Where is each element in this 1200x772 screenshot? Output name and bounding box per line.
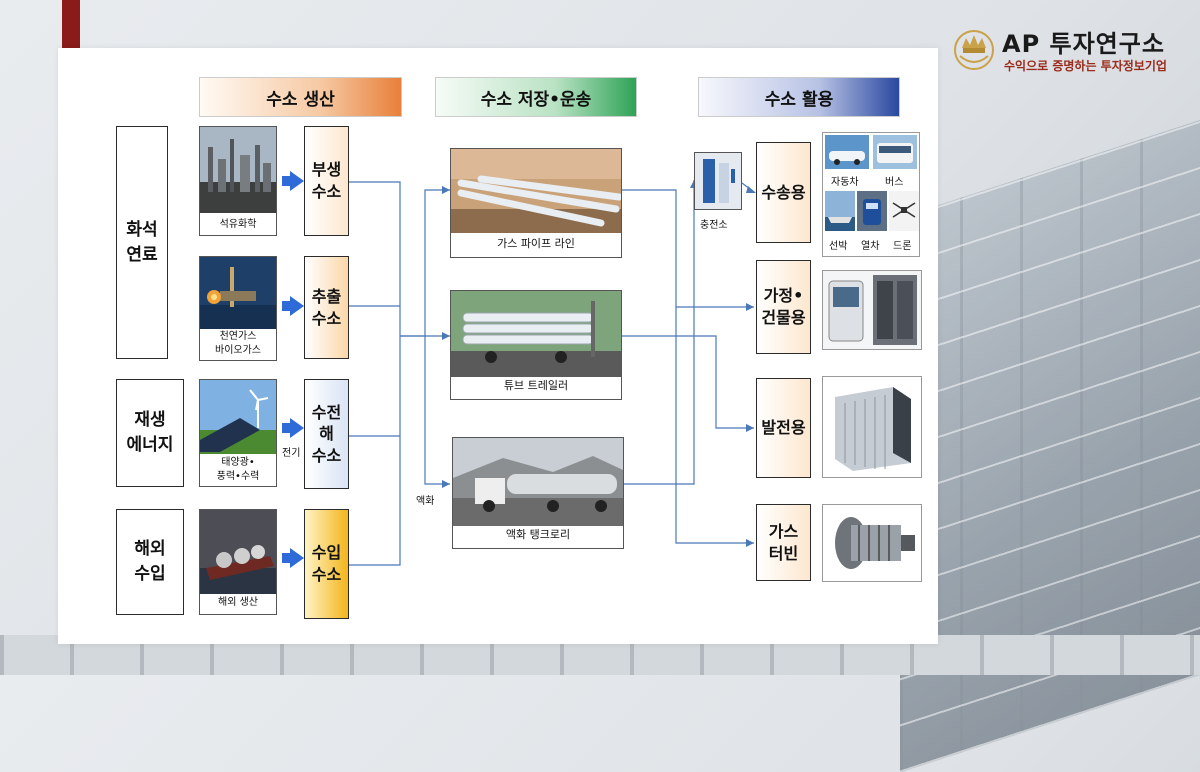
liquid-tanker-card: 액화 탱크로리 (452, 437, 624, 549)
charging-station-image (695, 153, 741, 209)
use-home-box: 가정• 건물용 (756, 260, 811, 354)
brand-logo: AP 투자연구소 수익으로 증명하는 투자정보기업 (952, 24, 1192, 80)
category-overseas-label: 해외 수입 (134, 539, 166, 584)
arrow-right-icon (290, 296, 304, 316)
drone-image (889, 191, 919, 231)
ship-image (825, 191, 855, 231)
arrow-stem-3 (282, 423, 291, 433)
header-usage: 수소 활용 (698, 77, 900, 117)
car-image (825, 135, 869, 169)
pipeline-image (451, 149, 621, 233)
gas-turbine-image (823, 505, 921, 581)
source-natgas-card: 천연가스 바이오가스 (199, 256, 277, 361)
power-generator-image (823, 377, 921, 477)
source-petrochem-card: 석유화학 (199, 126, 277, 236)
header-storage: 수소 저장•운송 (435, 77, 637, 117)
byproduct-hydrogen-label: 부생 수소 (311, 160, 342, 201)
tube-trailer-label: 튜브 트레일러 (503, 379, 569, 393)
use-power-box: 발전용 (756, 378, 811, 478)
vehicle-bus-label: 버스 (885, 177, 904, 188)
extracted-hydrogen-box: 추출 수소 (304, 256, 349, 359)
arrow-stem-1 (282, 176, 291, 186)
brand-subtitle: 수익으로 증명하는 투자정보기업 (1004, 59, 1167, 73)
liquid-tanker-label: 액화 탱크로리 (505, 528, 571, 542)
source-renewable-label: 태양광• 풍력•수력 (216, 457, 260, 482)
header-production: 수소 생산 (199, 77, 402, 117)
tanker-truck-image (453, 438, 623, 526)
crown-laurel-icon (954, 30, 994, 70)
category-overseas: 해외 수입 (116, 509, 184, 615)
tube-trailer-image (451, 291, 621, 377)
tube-trailer-card: 튜브 트레일러 (450, 290, 622, 400)
arrow-right-icon (290, 548, 304, 568)
solar-wind-image (200, 380, 276, 454)
offshore-rig-image (200, 257, 276, 329)
use-turbine-box: 가스 터빈 (756, 504, 811, 581)
imported-hydrogen-box: 수입 수소 (304, 509, 349, 619)
byproduct-hydrogen-box: 부생 수소 (304, 126, 349, 236)
use-home-label: 가정• 건물용 (761, 286, 806, 327)
electrolysis-hydrogen-label: 수전 해 수소 (311, 402, 342, 465)
arrow-right-icon (290, 171, 304, 191)
accent-bar (62, 0, 80, 48)
vehicle-drone-label: 드론 (893, 241, 912, 252)
vehicle-car-label: 자동차 (831, 177, 859, 188)
electricity-label: 전기 (282, 448, 301, 459)
electrolysis-hydrogen-box: 수전 해 수소 (304, 379, 349, 489)
use-transport-box: 수송용 (756, 142, 811, 243)
vehicle-ship-label: 선박 (829, 241, 848, 252)
fuel-cell-image (823, 271, 921, 349)
refinery-image (200, 127, 276, 213)
imported-hydrogen-label: 수입 수소 (311, 543, 342, 584)
home-fuelcell-card (822, 270, 922, 350)
lng-ship-image (200, 510, 276, 594)
use-transport-label: 수송용 (761, 182, 806, 202)
vehicle-train-label: 열차 (861, 241, 880, 252)
pipeline-card: 가스 파이프 라인 (450, 148, 622, 258)
category-fossil-label: 화석 연료 (126, 219, 158, 265)
source-overseas-label: 해외 생산 (218, 596, 258, 608)
power-generator-card (822, 376, 922, 478)
liquefaction-label: 액화 (416, 496, 435, 507)
charging-station-card (694, 152, 742, 210)
connector-lines (349, 180, 756, 566)
arrow-right-icon (290, 418, 304, 438)
source-petrochem-label: 석유화학 (219, 218, 257, 230)
vehicles-card: 자동차 버스 선박 열차 드론 (822, 132, 920, 257)
arrow-stem-2 (282, 301, 291, 311)
use-turbine-label: 가스 터빈 (768, 521, 799, 563)
category-fossil: 화석 연료 (116, 126, 168, 359)
bus-image (873, 135, 917, 169)
pipeline-label: 가스 파이프 라인 (497, 237, 575, 251)
source-renewable-card: 태양광• 풍력•수력 (199, 379, 277, 487)
charging-station-label: 충전소 (700, 220, 728, 231)
arrow-stem-4 (282, 553, 291, 563)
extracted-hydrogen-label: 추출 수소 (311, 286, 342, 328)
source-overseas-card: 해외 생산 (199, 509, 277, 615)
category-renewable: 재생 에너지 (116, 379, 184, 487)
train-image (857, 191, 887, 231)
brand-title: AP 투자연구소 (1002, 30, 1165, 58)
use-power-label: 발전용 (761, 418, 806, 438)
category-renewable-label: 재생 에너지 (126, 410, 174, 455)
source-natgas-label: 천연가스 바이오가스 (215, 331, 261, 356)
gas-turbine-card (822, 504, 922, 582)
